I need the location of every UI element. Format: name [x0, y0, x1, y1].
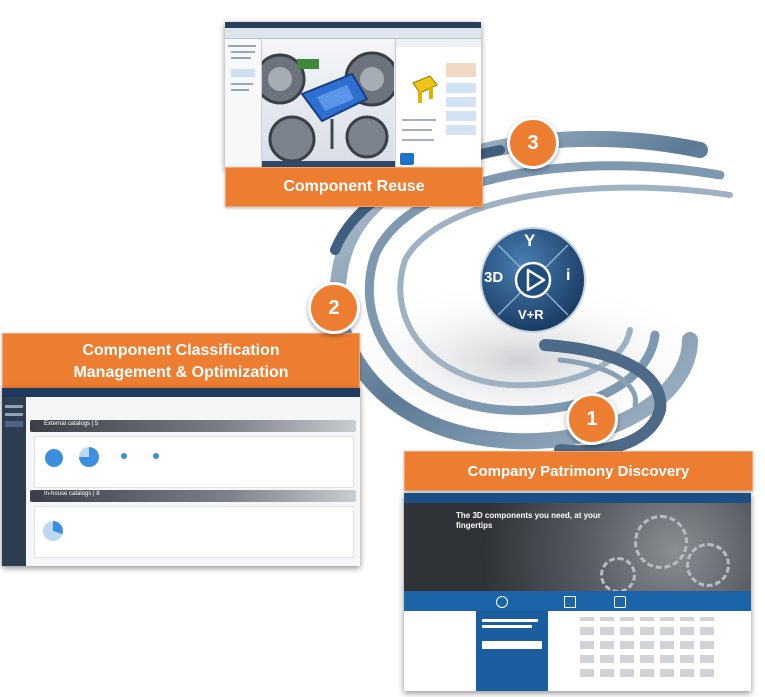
swirl-arc-right: [539, 339, 667, 458]
step-2-badge: 2: [308, 282, 360, 334]
website-top-bar: [404, 493, 751, 503]
external-catalogs-band: External catalogs | 5: [30, 420, 356, 432]
website-lower-section: [404, 611, 751, 691]
step-2-label-line2: Management & Optimization: [73, 364, 289, 381]
compass-emblem: Y 3D i V+R: [478, 225, 588, 335]
compass-left-label: 3D: [484, 269, 504, 286]
step-1-badge: 1: [566, 393, 618, 445]
cad-ribbon: [225, 28, 481, 39]
screenshot-patrimony-discovery: The 3D components you need, at your fing…: [404, 493, 751, 691]
cad-3d-viewport: [254, 39, 400, 163]
website-feature-band: [404, 591, 751, 611]
catalog-app-top-bar: [2, 388, 360, 397]
inhouse-catalogs-card: [34, 506, 354, 558]
cad-catalog-panel: [395, 39, 481, 168]
swirl-shadow: [320, 280, 720, 440]
supplier-logo-grid: [580, 617, 720, 683]
step-1-label: Company Patrimony Discovery: [404, 451, 753, 491]
website-search-panel: [476, 611, 548, 691]
swirl-arc-right-2: [557, 357, 638, 408]
website-hero: The 3D components you need, at your fing…: [404, 503, 751, 593]
step-2-label-line1: Component Classification: [82, 342, 280, 359]
step-2-label: Component Classification Management & Op…: [2, 333, 360, 391]
cad-title-bar: [225, 22, 481, 28]
compass-bottom-label: V+R: [518, 307, 544, 322]
website-hero-title: The 3D components you need, at your fing…: [456, 511, 601, 530]
step-3-badge: 3: [507, 117, 559, 169]
screenshot-catalog-management: External catalogs | 5 In-house catalogs …: [2, 388, 360, 566]
compass-top-label: Y: [524, 231, 536, 250]
swirl-ring-inner: [397, 184, 733, 389]
gear-icon: [686, 543, 730, 587]
cad-status-bar: [262, 161, 395, 168]
step-3-label: Component Reuse: [225, 167, 483, 207]
vehicle-model-icon: [254, 51, 400, 163]
inhouse-catalogs-title: In-house catalogs | 8: [44, 491, 100, 497]
cad-spec-tree: [225, 39, 262, 168]
gear-icon: [600, 557, 636, 593]
catalog-app-sidebar: [2, 397, 26, 566]
external-catalogs-title: External catalogs | 5: [44, 421, 99, 427]
compass-right-label: i: [566, 267, 571, 284]
compass-icon: [480, 227, 586, 333]
screenshot-component-reuse: [225, 22, 481, 168]
inhouse-catalogs-band: In-house catalogs | 8: [30, 490, 356, 502]
part-thumbnail-icon: [412, 75, 438, 103]
gear-icon: [634, 515, 688, 569]
external-catalogs-card: [34, 436, 354, 488]
